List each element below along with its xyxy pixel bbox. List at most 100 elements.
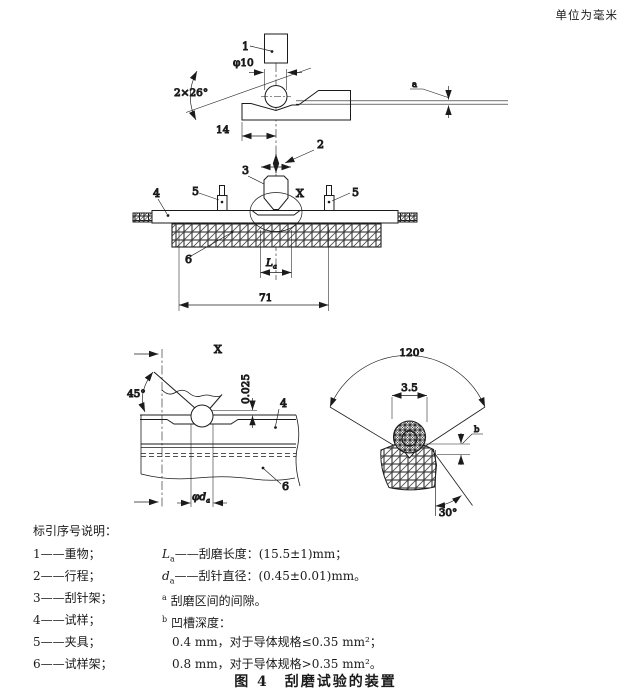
leader-6 <box>190 232 232 257</box>
footnote-b-mark: b <box>474 425 480 435</box>
callout-6-detail: 6 <box>282 480 289 493</box>
clamp-right-stem <box>326 185 332 196</box>
leader-dot <box>220 200 224 204</box>
pin-break-line <box>161 389 222 397</box>
dim-71: 71 <box>259 292 272 304</box>
detail-circle-x <box>249 192 303 232</box>
right-anchor-tab <box>397 212 418 223</box>
leader-dot <box>327 200 331 204</box>
pin-right-slope <box>208 394 223 410</box>
da-symbol: d <box>162 569 170 583</box>
leader-1 <box>249 45 272 52</box>
La-subscript: a <box>169 554 175 564</box>
dim-La: La <box>265 257 277 271</box>
footnote-a-mark: a <box>412 80 417 90</box>
leader-5-right <box>331 192 351 202</box>
weight-block <box>264 33 288 64</box>
angle-arc-30 <box>435 495 462 509</box>
legend: 标引序号说明： 1——重物； 2——行程； 3——刮针架； 4——试样； 5——… <box>33 521 631 671</box>
figure-caption: 图 4 刮磨试验的装置 <box>234 674 397 690</box>
legend-item-5: 5——夹具； <box>33 635 101 649</box>
footnote-leader <box>422 88 449 98</box>
top-view: 1 φ10 2×26° a 14 <box>174 33 508 176</box>
detail-x-view: X 45° 0.025 4 <box>127 343 301 509</box>
leader-6-detail <box>263 468 282 485</box>
dim-phid-sub: a <box>206 497 210 505</box>
footnote-b-text: 凹槽深度： <box>170 616 231 630</box>
pin-left-slope <box>153 371 196 409</box>
pin-ball-tip <box>190 404 214 428</box>
dim-120: 120° <box>399 347 424 359</box>
leader-dot <box>230 230 234 234</box>
callout-6: 6 <box>185 253 192 266</box>
angle-ref-slant <box>431 448 473 506</box>
callout-1: 1 <box>242 40 249 53</box>
leader-2 <box>284 149 315 164</box>
legend-da-definition: da——刮针直径：(0.45±0.01)mm。 <box>162 565 382 587</box>
footnote-a-text: 刮磨区间的间隙。 <box>170 594 267 608</box>
dim-La-sub: a <box>273 263 277 271</box>
callout-3: 3 <box>242 164 249 177</box>
left-anchor-tab <box>132 212 153 223</box>
angle-ref-line <box>185 67 312 113</box>
specimen-holder <box>171 222 382 248</box>
La-symbol: L <box>162 547 170 561</box>
legend-title: 标引序号说明： <box>33 524 118 538</box>
leader-dot <box>261 466 265 470</box>
groove-wall-ref-left <box>329 406 395 446</box>
legend-right-column: La——刮磨长度：(15.5±1)mm； da——刮针直径：(0.45±0.01… <box>162 543 382 675</box>
da-subscript: a <box>169 576 175 586</box>
dim-30: 30° <box>439 507 458 519</box>
dim-35: 3.5 <box>401 382 418 394</box>
dim-14: 14 <box>216 124 230 136</box>
footnote-a-mark: a <box>162 593 167 602</box>
dim-La-base: L <box>265 257 273 269</box>
middle-view: 3 5 5 4 6 <box>132 164 418 311</box>
groove-profile <box>140 419 296 425</box>
leader-dot <box>274 426 277 429</box>
dim-0025: 0.025 <box>240 374 252 404</box>
groove-block <box>380 442 438 491</box>
angle-arc-120 <box>329 355 486 408</box>
angle-arc-45 <box>138 371 154 413</box>
callout-2: 2 <box>317 138 324 151</box>
footnote-b-mark: b <box>162 615 168 624</box>
scratch-groove <box>251 210 301 216</box>
leader-4 <box>157 198 168 215</box>
break-edge-right <box>295 414 301 487</box>
groove-wall-ref-right <box>419 406 486 451</box>
technical-drawing: 1 φ10 2×26° a 14 <box>127 33 508 520</box>
dim-phid-base: φd <box>192 491 206 503</box>
leader-5-left <box>198 192 220 201</box>
clamp-left-stem <box>219 185 225 196</box>
da-text: ——刮针直径：(0.45±0.01)mm。 <box>174 569 367 583</box>
callout-5-left: 5 <box>192 185 199 198</box>
dim-phi10: φ10 <box>233 57 254 69</box>
detail-x-mark: X <box>296 187 304 200</box>
legend-item-3: 3——刮针架； <box>33 591 113 605</box>
conductor-core <box>401 430 418 447</box>
unit-note: 单位为毫米 <box>555 8 618 22</box>
lever-arm <box>241 90 351 121</box>
specimen-bar <box>151 210 399 224</box>
dim-phid: φda <box>192 491 210 505</box>
legend-left-column: 1——重物； 2——行程； 3——刮针架； 4——试样； 5——夹具； 6——试… <box>33 543 113 675</box>
footnote-b-row-2: 0.8 mm，对于导体规格>0.35 mm²。 <box>172 657 382 671</box>
footnote-b: b 凹槽深度： <box>162 609 382 631</box>
footnote-leader <box>462 433 473 444</box>
leader-4-detail <box>275 408 280 427</box>
leader-dot <box>270 50 274 53</box>
callout-4-detail: 4 <box>280 397 287 410</box>
legend-La-definition: La——刮磨长度：(15.5±1)mm； <box>162 543 382 565</box>
groove-detail-view: 120° 3.5 b 30° <box>329 347 486 520</box>
angle-arc <box>188 70 198 121</box>
callout-4: 4 <box>153 187 160 200</box>
footnote-b-row-1: 0.4 mm，对于导体规格≤0.35 mm²； <box>172 635 382 649</box>
legend-item-2: 2——行程； <box>33 569 101 583</box>
legend-item-4: 4——试样； <box>33 613 101 627</box>
conductor-insulation <box>392 420 427 454</box>
footnote-a: a 刮磨区间的间隙。 <box>162 587 382 609</box>
callout-5-right: 5 <box>352 186 359 199</box>
La-text: ——刮磨长度：(15.5±1)mm； <box>174 547 348 561</box>
